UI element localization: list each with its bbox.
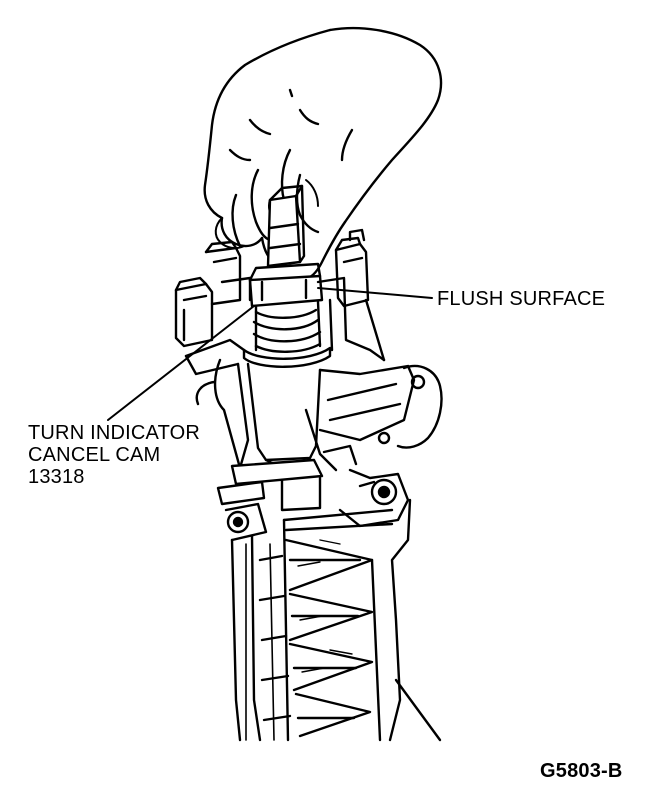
cancel-cam-label: TURN INDICATOR CANCEL CAM 13318: [28, 422, 200, 488]
leader-lines: [107, 287, 433, 421]
cancel-cam: [242, 262, 332, 368]
shaft-top: [266, 184, 306, 268]
hand-illustration: [203, 26, 443, 280]
cancel-cam-label-line1: TURN INDICATOR: [28, 422, 201, 444]
cancel-cam-part-number: 13318: [28, 466, 85, 488]
cancel-cam-label-line2: CANCEL CAM: [28, 444, 161, 466]
lower-collar: [216, 458, 410, 542]
lower-column: [230, 498, 442, 742]
figure-id: G5803-B: [540, 760, 623, 782]
cancel-cam-leader: [107, 305, 255, 421]
flush-surface-label: FLUSH SURFACE: [437, 288, 606, 310]
flush-surface-leader: [317, 287, 433, 299]
column-housing: [195, 358, 443, 472]
left-bracket: [174, 240, 252, 376]
